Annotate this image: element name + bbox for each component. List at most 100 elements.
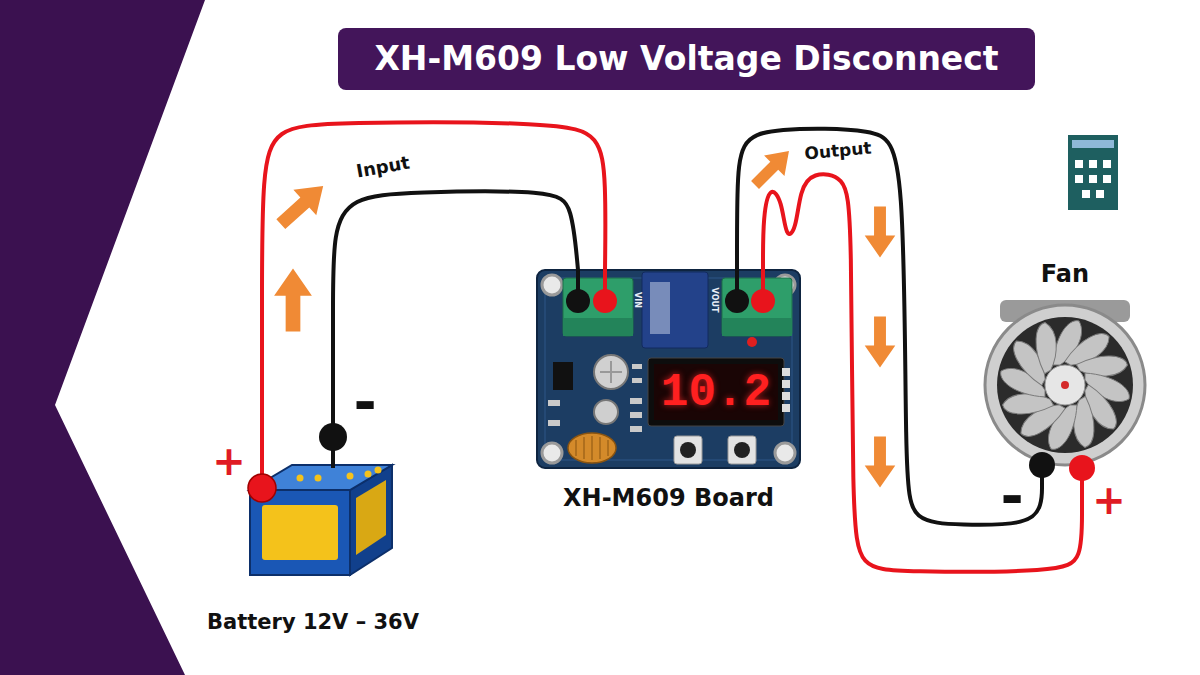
battery [375,467,382,474]
controller-board [782,380,790,388]
controller-board [566,289,590,313]
component: XH-M609 Board [537,270,800,468]
fan [985,300,1145,485]
wire [262,122,605,428]
pin-name: VOUT [710,288,718,313]
controller-board [632,364,642,369]
battery [248,474,276,502]
controller-board [751,289,775,313]
controller-board [734,442,750,458]
controller-board [680,442,696,458]
display-reading: 10.2 [661,370,771,416]
controller-board [608,440,609,456]
book-icon [1089,175,1097,183]
controller-board [630,426,642,432]
wiring-label: + [212,441,246,481]
controller-board [782,404,790,412]
controller-board [563,278,633,336]
battery [297,475,304,482]
controller-board [642,272,708,348]
controller-board [545,278,792,460]
side-band [0,0,205,675]
controller-board [537,270,800,468]
wire [737,129,1042,525]
component-label: XH-M609 Board [517,484,820,512]
fan [997,317,1133,453]
battery [347,473,354,480]
pin-name: VIN [633,292,641,308]
controller-board [576,440,577,456]
side-band [0,0,205,675]
battery [262,505,338,560]
controller-board [722,278,792,336]
controller-board [593,289,617,313]
wiring-label: + [1092,480,1126,520]
battery [365,471,372,478]
flow-arrow [865,317,896,368]
book-icon [1068,135,1118,210]
fan [1061,381,1069,389]
controller-board [548,420,560,426]
wire [763,174,1082,571]
controller-board [537,270,800,468]
battery [250,490,350,575]
controller-board [542,275,562,295]
battery [356,480,386,555]
fan [985,305,1145,465]
controller-board [568,433,616,463]
book-icon [1103,160,1111,168]
controller-board [782,392,790,400]
book-icon [1068,135,1118,210]
book-icon [1082,190,1090,198]
controller-board [775,443,795,463]
controller-board [592,436,593,460]
component-label: Fan [985,260,1145,288]
flow-arrow [269,141,895,488]
controller-board [584,437,585,459]
controller-board [782,368,790,376]
controller-board [553,362,573,390]
component-label: Battery 12V – 36V [178,610,448,634]
title: XH-M609 Low Voltage Disconnect [338,28,1035,90]
fan [1029,452,1055,478]
controller-board [728,436,756,464]
wiring-label: - [1000,468,1023,524]
controller-board [674,436,702,464]
controller-board [654,364,778,420]
flow-arrow [274,269,312,332]
controller-board [600,437,601,459]
controller-board [542,443,562,463]
controller-board [594,355,628,389]
controller-board [548,400,560,406]
title-banner [338,28,1035,90]
controller-board [632,378,642,383]
controller-board [630,398,642,404]
battery [248,423,392,575]
controller-board [725,289,749,313]
controller-board [648,358,784,426]
title-banner [338,28,1035,90]
flow-arrow [269,173,334,237]
controller-board [594,400,618,424]
controller-board [650,282,670,334]
component: Battery 12V – 36V [228,428,398,580]
fan [1045,365,1085,405]
fan [1069,455,1095,481]
book-icon [1075,175,1083,183]
wiring-label: - [353,374,376,430]
component: Fan [985,300,1145,485]
battery [319,423,347,451]
controller-board [563,318,633,336]
book-icon [1089,160,1097,168]
controller-board [722,318,792,336]
battery [315,475,322,482]
wiring-label: Output [804,140,872,163]
book-icon [1075,160,1083,168]
controller-board [610,361,612,383]
fan [1001,321,1130,450]
flow-arrow [865,207,896,258]
controller-board [747,337,757,347]
flow-arrow [865,437,896,488]
